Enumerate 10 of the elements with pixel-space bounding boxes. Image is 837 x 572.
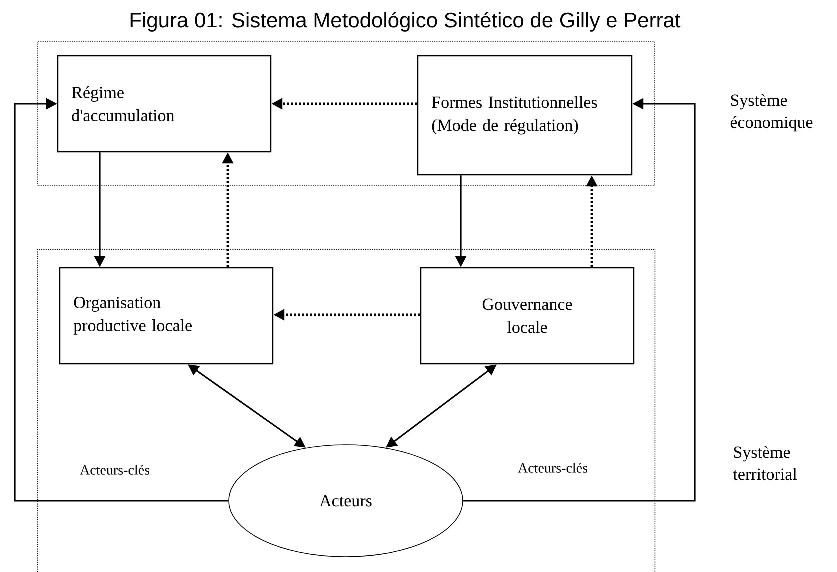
process-box: Gouvernance locale [420,267,635,365]
figure-title: Figura 01: Sistema Metodológico Sintético de Gilly e Perrat [130,12,681,32]
system-label: Système territorial [733,446,798,480]
process-box: Régime d'accumulation [57,55,272,153]
arrow [14,98,229,502]
process-box: Organisation productive locale [59,267,274,365]
process-box: Formes Institutionnelles (Mode de régulation) [417,55,633,176]
edge-label: Acteurs-clés [518,463,588,473]
system-label: Système économique [730,94,813,132]
edge-label: Acteurs-clés [80,465,150,475]
